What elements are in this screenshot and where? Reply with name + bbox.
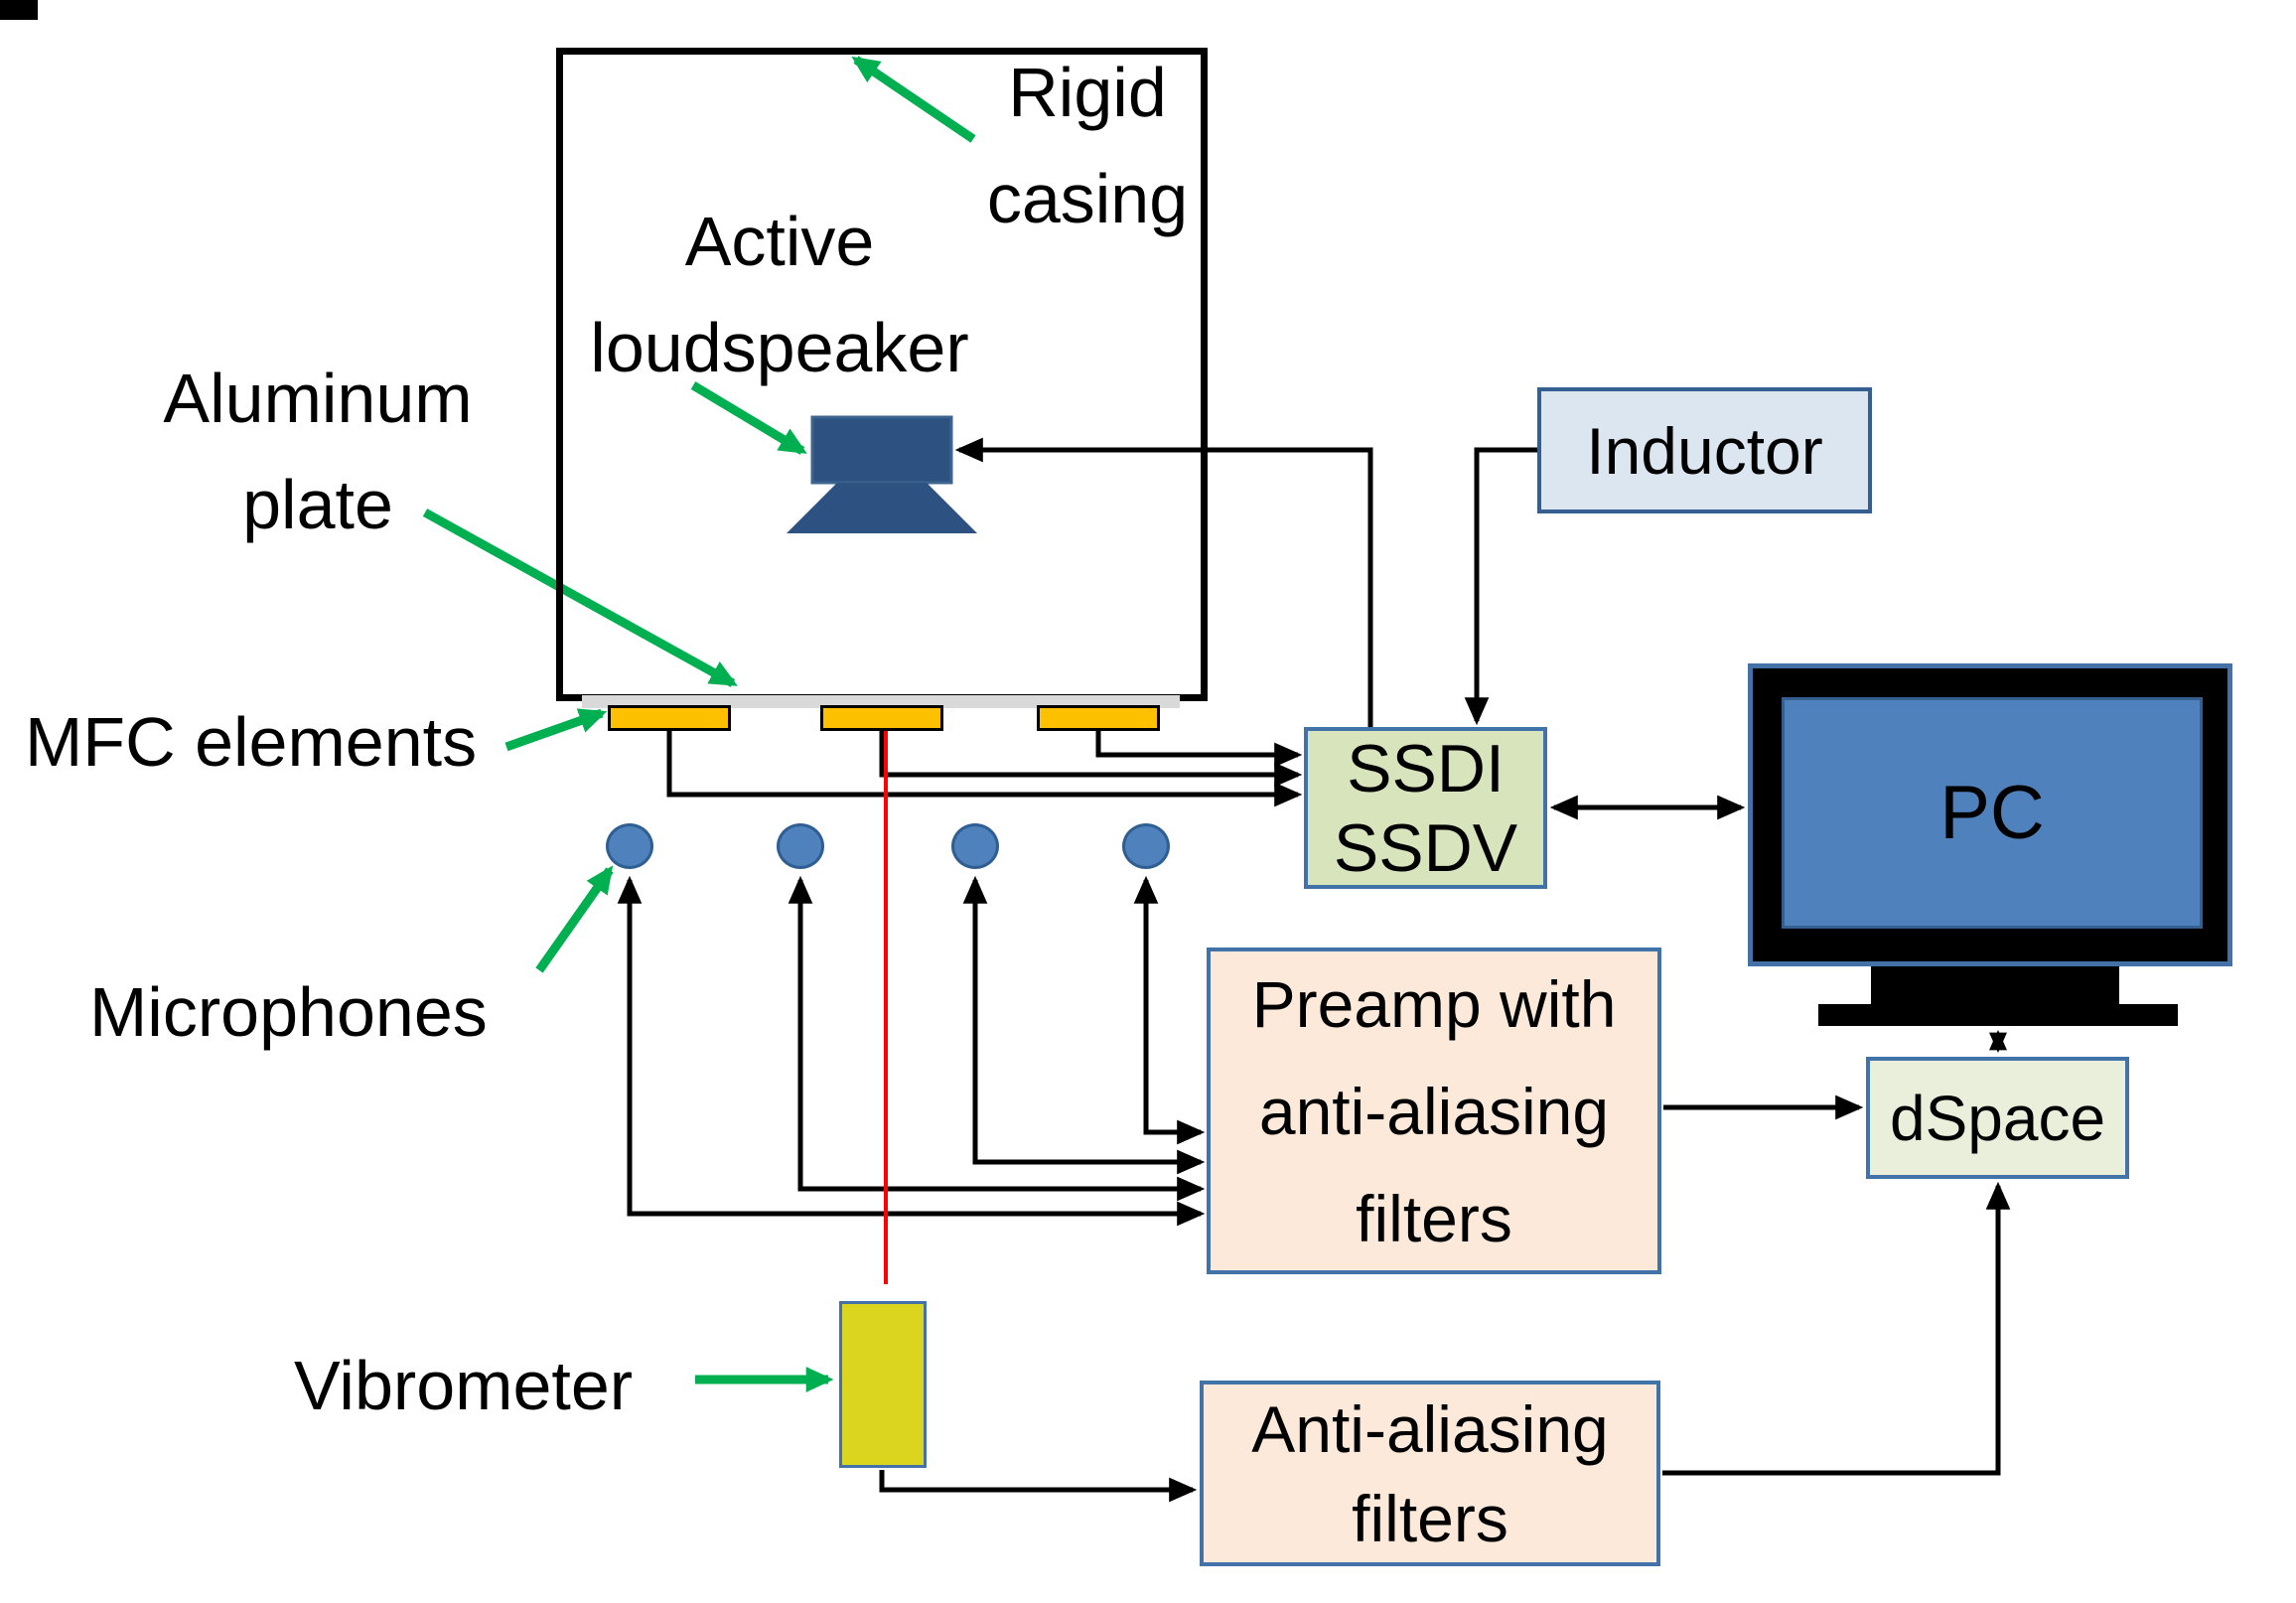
microphone-icon-1 (606, 823, 653, 869)
wire-mfc2-to-ssdi (879, 729, 1303, 788)
wire-mic4-to-preamp (1133, 875, 1206, 1145)
preamp-label-line3: filters (1356, 1181, 1512, 1255)
microphones-label: Microphones (89, 973, 488, 1051)
wire-mic2-to-preamp (788, 875, 1206, 1202)
wire-mfc3-to-ssdi (1095, 729, 1303, 768)
vibrometer-device (839, 1301, 927, 1468)
mfc-element-3 (1037, 705, 1160, 731)
loudspeaker-icon (810, 415, 953, 485)
wire-mic3-to-preamp (962, 875, 1206, 1175)
loudspeaker-cone-icon (787, 483, 977, 533)
wire-mfc1-to-ssdi (666, 729, 1303, 807)
preamp-label-line2: anti-aliasing (1258, 1074, 1610, 1148)
vibrometer-sensor-cap (0, 0, 38, 20)
dspace-box: dSpace (1866, 1057, 2129, 1179)
wire-filters-to-dspace (1662, 1181, 2011, 1476)
ssdi-label-line2: SSDV (1333, 809, 1518, 886)
mfc-elements-label: MFC elements (25, 703, 478, 781)
rigid-casing-arrow (851, 56, 976, 143)
vibrometer-label: Vibrometer (294, 1347, 634, 1424)
microphone-icon-3 (951, 823, 999, 869)
anti-aliasing-filters-box: Anti-aliasing filters (1200, 1381, 1660, 1566)
loudspeaker-arrow (690, 381, 807, 455)
anti-aliasing-label-line2: filters (1352, 1481, 1508, 1555)
aluminum-plate (582, 695, 1180, 708)
active-loudspeaker-label-line2: loudspeaker (590, 309, 969, 386)
active-loudspeaker-label-line1: Active (684, 203, 875, 280)
inductor-label: Inductor (1586, 413, 1823, 488)
wire-ssdi-to-loudspeaker (954, 437, 1373, 729)
mfc-element-1 (608, 705, 731, 731)
rigid-casing-label-line1: Rigid (1008, 54, 1167, 131)
anti-aliasing-label-line1: Anti-aliasing (1251, 1391, 1609, 1466)
active-loudspeaker-label: Active loudspeaker (482, 189, 1077, 401)
mfc-elements-arrow (504, 708, 608, 752)
wire-vibrometer-to-filters (879, 1470, 1198, 1503)
microphone-icon-2 (777, 823, 824, 869)
ssdi-label-line1: SSDI (1347, 730, 1505, 806)
pc-monitor-screen: PC (1782, 697, 2203, 929)
aluminum-plate-label-line2: plate (242, 466, 393, 543)
mfc-element-2 (820, 705, 943, 731)
aluminum-plate-label: Aluminum plate (70, 346, 566, 558)
preamp-box: Preamp with anti-aliasing filters (1207, 947, 1661, 1274)
pc-monitor-stand-neck (1871, 966, 2119, 1005)
ssdi-ssdv-box: SSDI SSDV (1304, 727, 1547, 889)
preamp-label-line1: Preamp with (1251, 966, 1617, 1041)
aluminum-plate-label-line1: Aluminum (163, 360, 473, 437)
pc-label: PC (1939, 771, 2045, 855)
dspace-label: dSpace (1889, 1082, 2106, 1154)
microphones-arrow (535, 865, 614, 973)
microphone-icon-4 (1122, 823, 1170, 869)
wire-inductor-to-ssdi (1464, 447, 1537, 726)
inductor-box: Inductor (1537, 387, 1872, 513)
rigid-casing-label: Rigid casing (854, 40, 1321, 252)
pc-monitor-stand-base (1818, 1004, 2178, 1026)
rigid-casing-label-line2: casing (986, 160, 1189, 237)
aluminum-plate-arrow (422, 509, 738, 687)
wire-mic1-to-preamp (617, 875, 1206, 1227)
